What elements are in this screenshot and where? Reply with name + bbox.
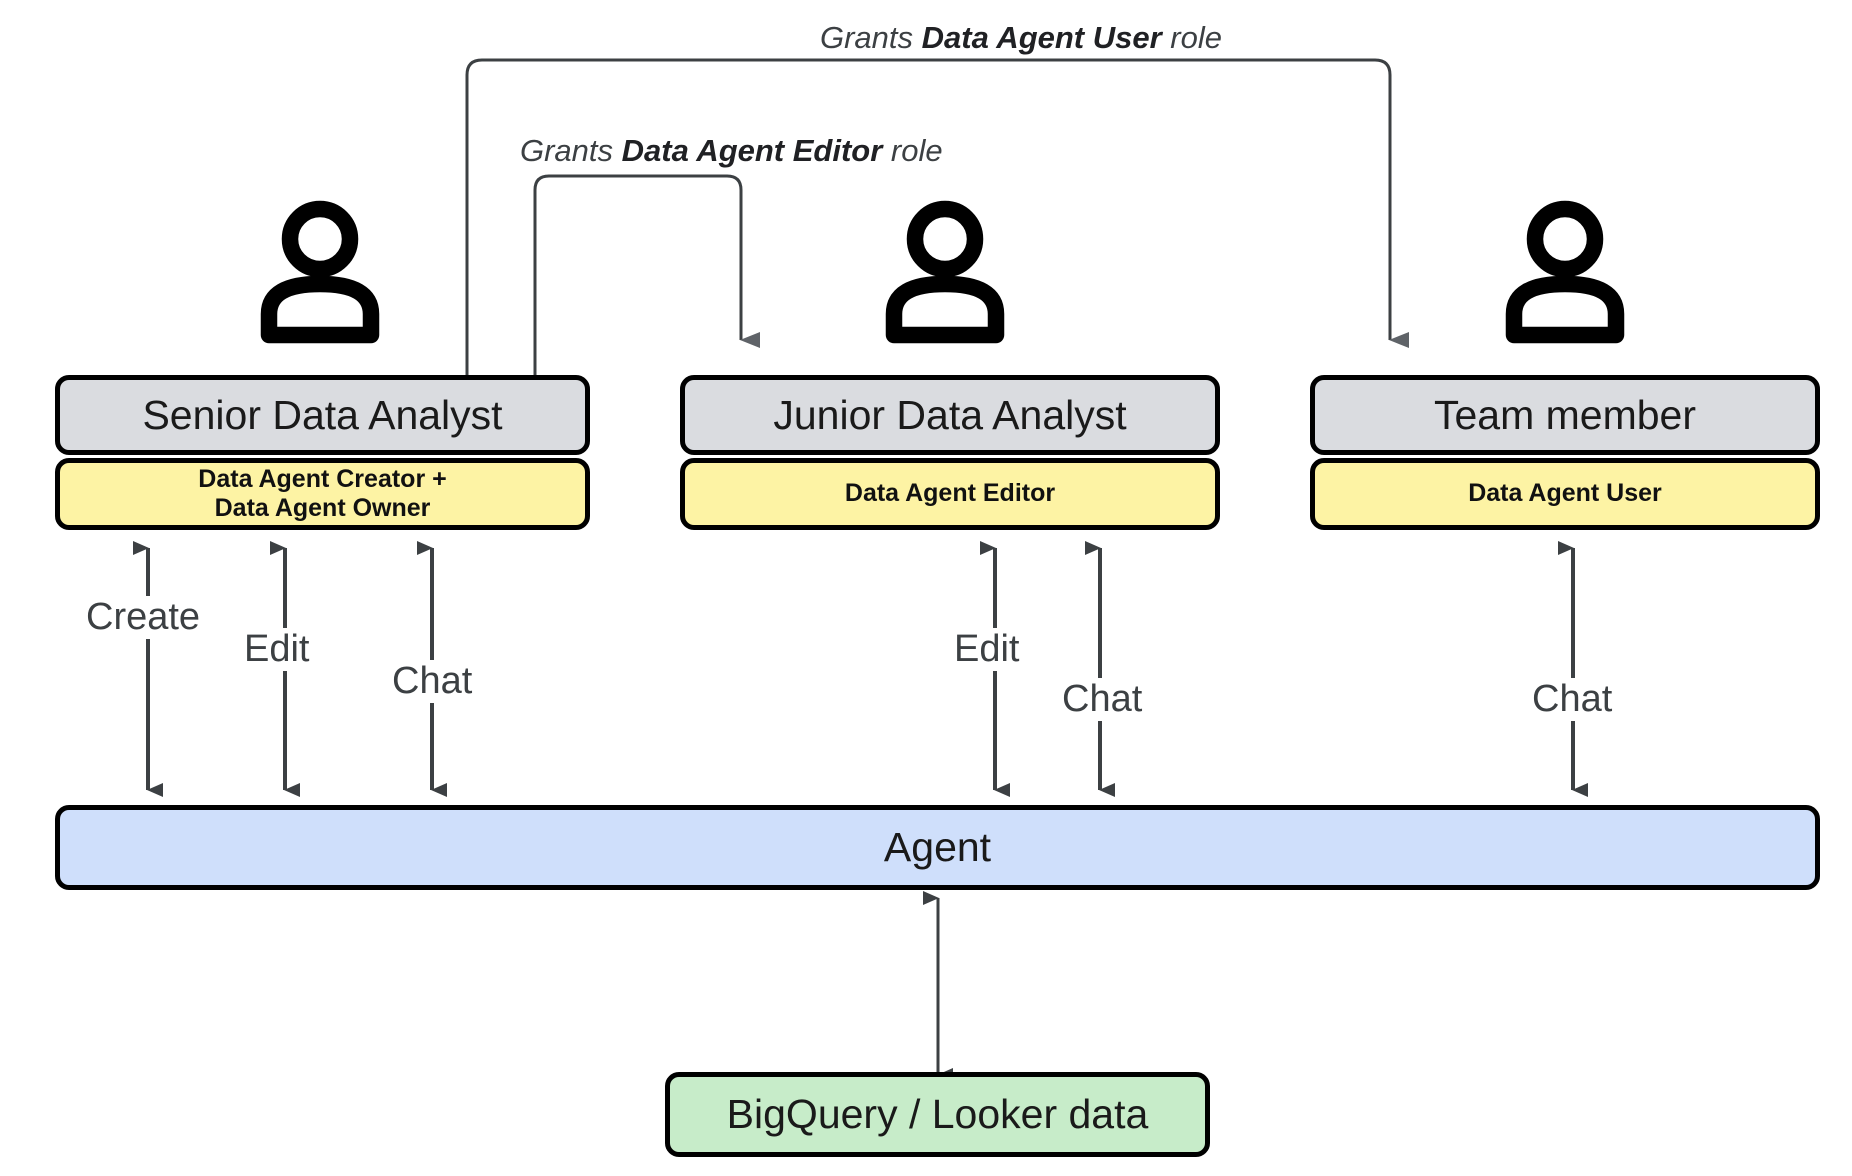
flow-label-team-chat: Chat [1528, 678, 1617, 721]
permission-line-1: Data Agent Editor [844, 479, 1056, 508]
person-icon [1490, 200, 1640, 350]
persona-name-box-team: Team member [1310, 375, 1820, 455]
persona-permission-box-senior: Data Agent Creator + Data Agent Owner [55, 458, 590, 530]
permission-line-2: Data Agent Owner [214, 494, 431, 522]
agent-label: Agent [883, 824, 992, 870]
connector-grants-data-agent-editor [533, 174, 760, 378]
grant-suffix: role [882, 133, 943, 168]
flow-label-senior-edit: Edit [240, 628, 314, 671]
grant-label-data-agent-user: Grants Data Agent User role [820, 20, 1222, 56]
persona-permission-box-junior: Data Agent Editor [680, 458, 1220, 530]
flow-label-senior-chat: Chat [388, 660, 477, 703]
persona-name-label: Senior Data Analyst [142, 391, 503, 438]
person-icon [245, 200, 395, 350]
grant-prefix: Grants [820, 20, 922, 55]
flow-label-junior-chat: Chat [1058, 678, 1147, 721]
flow-label-junior-edit: Edit [950, 628, 1024, 671]
grant-role: Data Agent User [921, 20, 1162, 55]
persona-name-box-junior: Junior Data Analyst [680, 375, 1220, 455]
data-source-box: BigQuery / Looker data [665, 1072, 1210, 1157]
persona-permission-box-team: Data Agent User [1310, 458, 1820, 530]
data-source-label: BigQuery / Looker data [726, 1091, 1149, 1137]
grant-prefix: Grants [520, 133, 622, 168]
permission-line-1: Data Agent Creator + [198, 464, 447, 493]
grant-label-data-agent-editor: Grants Data Agent Editor role [520, 133, 943, 169]
person-icon [870, 200, 1020, 350]
grant-suffix: role [1161, 20, 1222, 55]
persona-name-label: Junior Data Analyst [773, 391, 1127, 438]
persona-name-box-senior: Senior Data Analyst [55, 375, 590, 455]
flow-label-senior-create: Create [82, 596, 205, 639]
grant-role: Data Agent Editor [621, 133, 883, 168]
permission-line-1: Data Agent User [1468, 479, 1662, 508]
agent-box: Agent [55, 805, 1820, 890]
persona-name-label: Team member [1433, 391, 1696, 438]
